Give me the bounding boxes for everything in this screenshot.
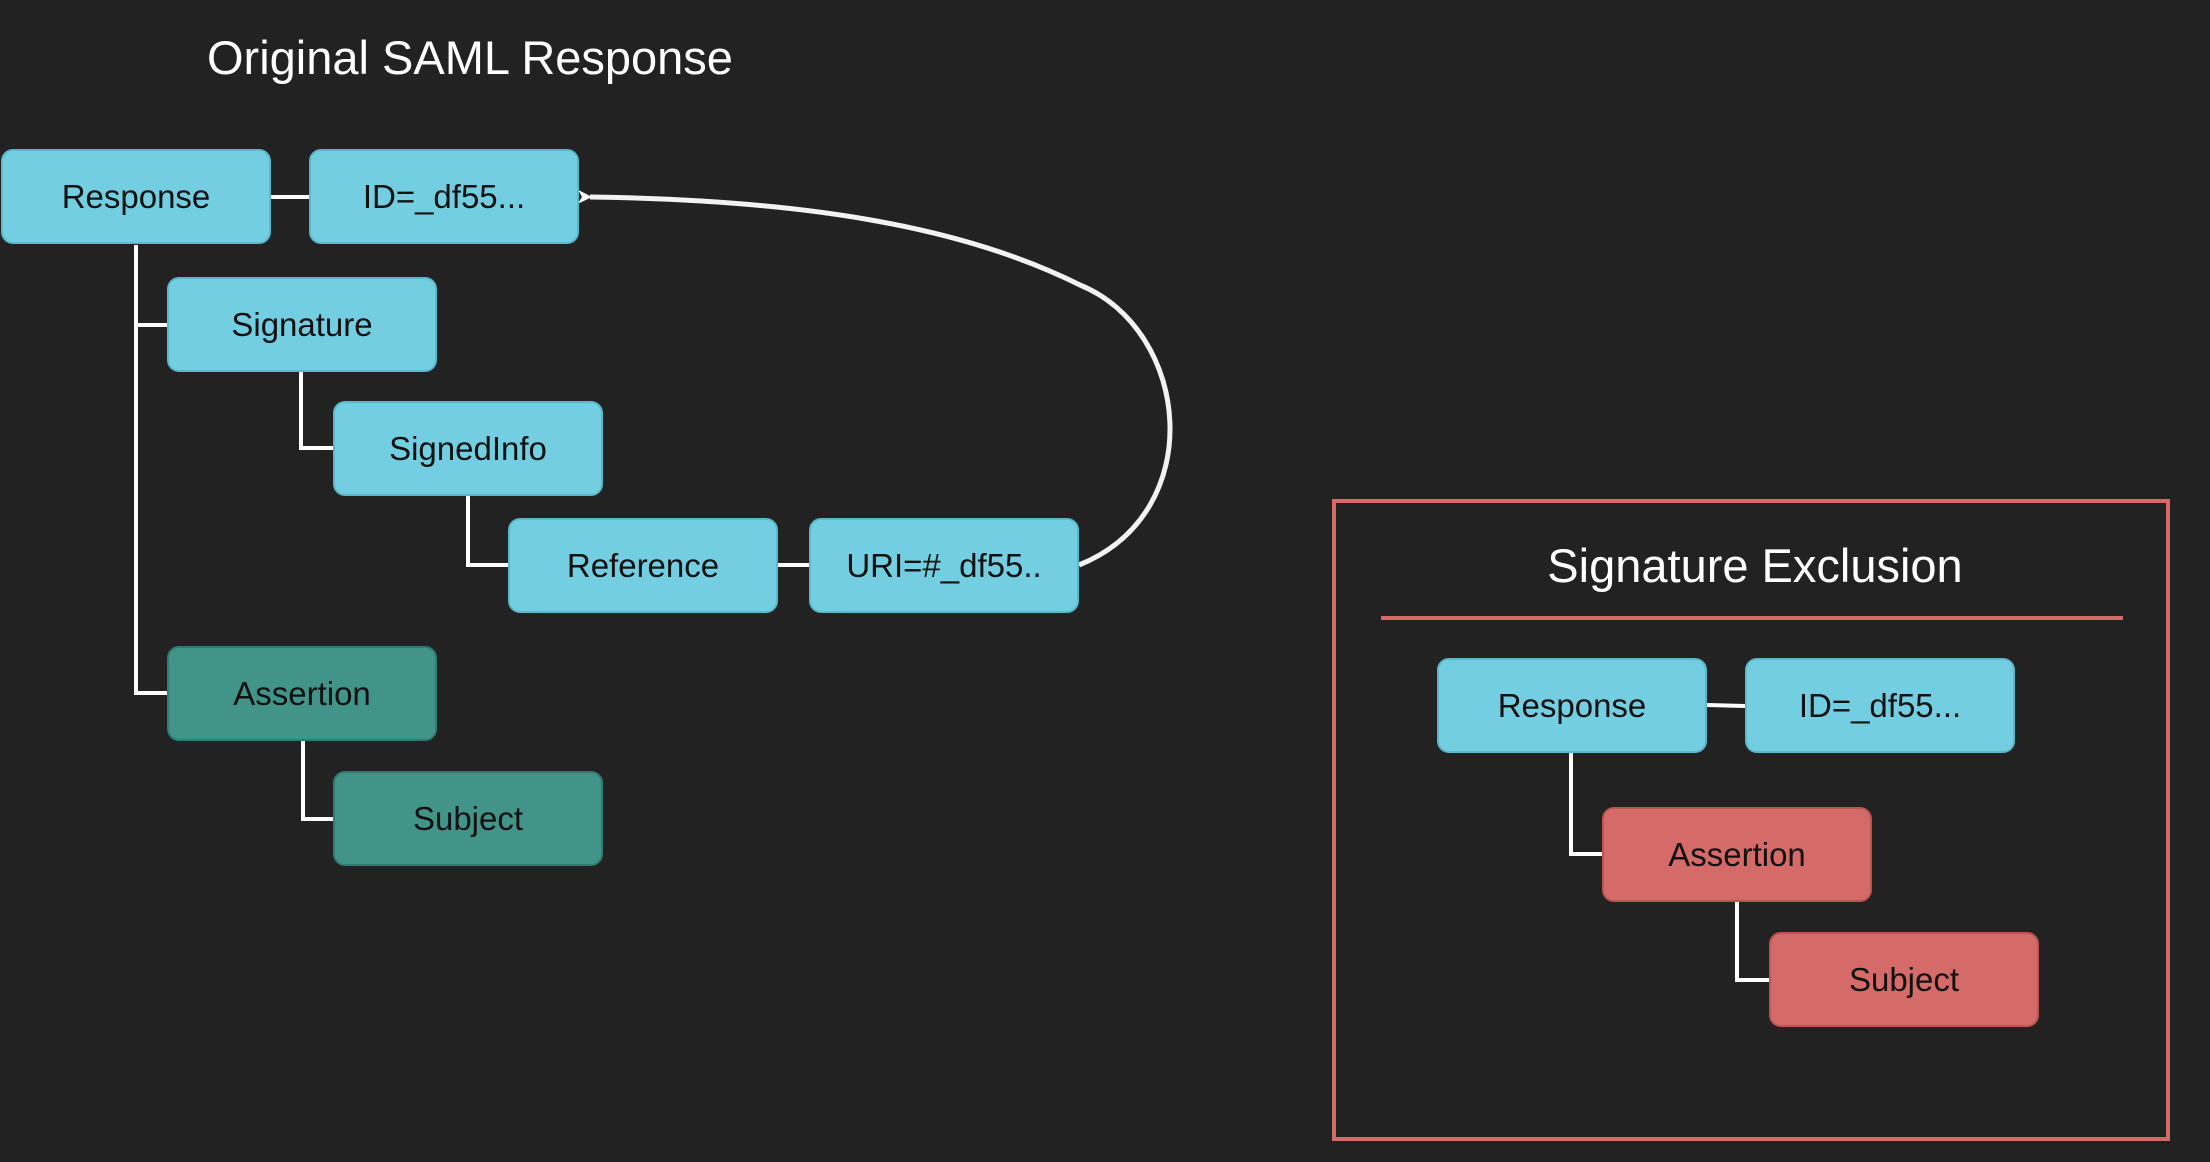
response-node: Response	[1, 149, 271, 244]
signature-node: Signature	[167, 277, 437, 372]
exclusion-link-response-to-id	[1706, 703, 1746, 708]
link-assertion-to-subject	[301, 741, 333, 821]
exclusion-subject-node: Subject	[1769, 932, 2039, 1027]
link-signature-to-signedinfo	[299, 372, 333, 450]
exclusion-response-id-node: ID=_df55...	[1745, 658, 2015, 753]
link-response-to-assertion	[134, 245, 167, 695]
exclusion-assertion-node: Assertion	[1602, 807, 1872, 902]
exclusion-response-node: Response	[1437, 658, 1707, 753]
original-tree-connectors	[134, 195, 809, 821]
exclusion-link-response-to-assertion	[1569, 753, 1602, 856]
reference-node: Reference	[508, 518, 778, 613]
link-response-to-signature	[134, 245, 167, 327]
uri-reference-arrow	[577, 189, 1173, 568]
signedinfo-node: SignedInfo	[333, 401, 603, 496]
link-signedinfo-to-reference	[466, 496, 508, 567]
exclusion-tree-connectors	[1569, 703, 1769, 982]
signature-exclusion-title: Signature Exclusion	[1547, 539, 1963, 592]
response-id-node: ID=_df55...	[309, 149, 579, 244]
assertion-node: Assertion	[167, 646, 437, 741]
original-saml-response-title: Original SAML Response	[207, 31, 733, 84]
subject-node: Subject	[333, 771, 603, 866]
signature-exclusion-frame	[1332, 499, 2170, 1141]
exclusion-link-assertion-to-subject	[1735, 902, 1769, 982]
reference-uri-node: URI=#_df55..	[809, 518, 1079, 613]
